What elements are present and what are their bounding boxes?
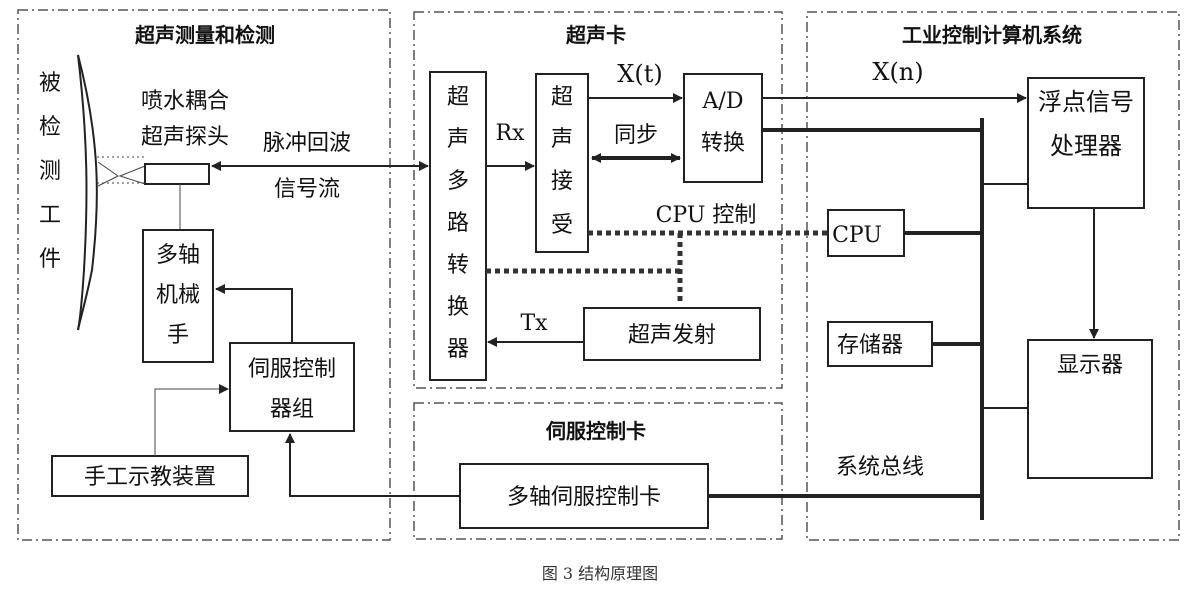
workpiece-shape [77, 54, 98, 331]
servo-group-label-1: 器组 [270, 397, 314, 422]
display-label: 显示器 [1057, 353, 1123, 378]
ultrasonic-transmitter-box [583, 307, 761, 361]
robot-arm-label-1: 机械 [156, 283, 200, 308]
servo-group-label-0: 伺服控制 [248, 357, 336, 382]
section-servo-card-frame [413, 402, 783, 540]
cpu-control-label: CPU 控制 [656, 203, 757, 228]
fpu-label-0: 浮点信号 [1038, 88, 1134, 116]
multiplexer-label-2: 多 [447, 169, 469, 194]
workpiece-label-1: 检 [39, 115, 61, 140]
workpiece-label-4: 件 [39, 247, 61, 272]
transmitter-label: 超声发射 [628, 323, 716, 348]
workpiece-label-2: 测 [39, 159, 61, 184]
multiplexer-label-0: 超 [447, 85, 469, 110]
multiplexer-label-5: 换 [447, 295, 469, 320]
multiplexer-label-3: 路 [447, 211, 469, 236]
workpiece-shape-inner [77, 54, 88, 331]
ultrasonic-probe [144, 163, 210, 185]
manual-teach-device-label: 手工示教装置 [84, 465, 216, 490]
receiver-label-0: 超 [551, 85, 573, 110]
ad-label-1: 转换 [701, 131, 745, 156]
tx-label: Tx [520, 311, 548, 336]
section-ultrasound-card-frame [413, 11, 783, 389]
system-bus-label: 系统总线 [836, 455, 924, 480]
cpu-box [827, 209, 905, 257]
ultrasonic-multiplexer-box [429, 71, 487, 381]
beam-chevron [97, 161, 119, 187]
cpu-label: CPU [832, 223, 882, 248]
section-title-ultrasound-measure: 超声测量和检测 [134, 23, 275, 47]
pulse-echo-label: 脉冲回波 [263, 131, 351, 156]
receiver-label-2: 接 [551, 169, 573, 194]
display-box [1027, 339, 1153, 479]
floating-point-processor-box [1027, 77, 1145, 209]
servo-to-arm-arrow [215, 284, 293, 343]
section-title-servo-card: 伺服控制卡 [545, 419, 646, 443]
xt-label: X(t) [617, 60, 662, 88]
receiver-label-1: 声 [551, 127, 573, 152]
servo-card-box-label: 多轴伺服控制卡 [507, 485, 661, 510]
figure-caption: 图 3 结构原理图 [541, 564, 659, 583]
ad-label-0: A/D [702, 89, 744, 114]
memory-box [827, 321, 933, 367]
section-title-ultrasound-card: 超声卡 [565, 23, 626, 47]
ultrasonic-receiver-box [535, 73, 589, 253]
sync-label: 同步 [614, 123, 658, 148]
signal-flow-label: 信号流 [274, 177, 340, 202]
xn-label: X(n) [872, 58, 923, 86]
section-industrial-pc-frame [806, 11, 1180, 541]
multiplexer-label-6: 器 [447, 337, 469, 362]
robot-arm-label-0: 多轴 [156, 243, 200, 268]
beam-chevron [118, 165, 146, 185]
section-title-industrial-pc: 工业控制计算机系统 [902, 23, 1082, 47]
memory-label: 存储器 [837, 333, 903, 358]
multiplexer-label-4: 转 [447, 253, 469, 278]
multi-axis-servo-card-box [459, 463, 709, 529]
structure-diagram: 超声测量和检测 超声卡 工业控制计算机系统 伺服控制卡 被 检 测 工 件 喷水… [17, 9, 1180, 541]
manual-teach-device-box [51, 455, 249, 497]
rx-label: Rx [496, 121, 526, 146]
servo-card-to-servo-group-arrow [285, 433, 460, 497]
robot-arm-label-2: 手 [167, 323, 189, 348]
workpiece-label-3: 工 [39, 203, 61, 228]
robot-arm-box [142, 229, 214, 363]
multiplexer-label-1: 声 [447, 127, 469, 152]
workpiece-label-0: 被 [39, 71, 61, 96]
section-ultrasound-measure-frame [17, 9, 391, 541]
teach-to-servo-arrow [154, 384, 229, 456]
receiver-label-3: 受 [551, 213, 573, 238]
probe-label-line1: 喷水耦合 [141, 89, 229, 114]
fpu-label-1: 处理器 [1050, 132, 1122, 160]
probe-label-line2: 超声探头 [141, 125, 229, 150]
